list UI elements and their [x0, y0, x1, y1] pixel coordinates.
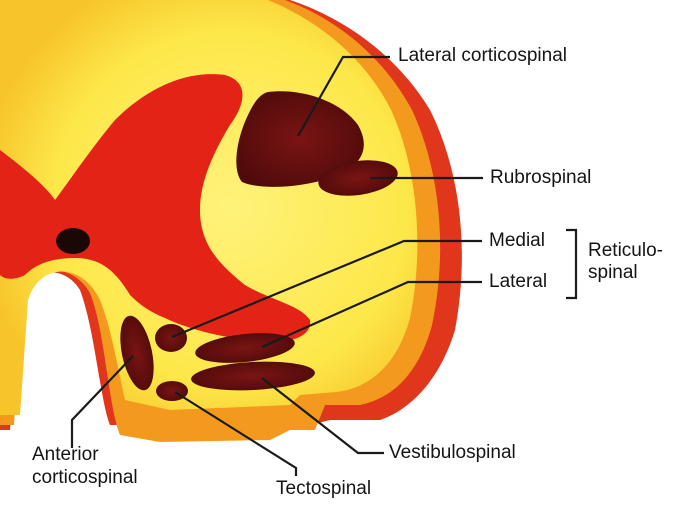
label-lateral-corticospinal: Lateral corticospinal: [398, 45, 567, 67]
label-reticulo: Reticulo-: [588, 240, 663, 262]
label-corticospinal: corticospinal: [32, 467, 138, 489]
label-vestibulospinal: Vestibulospinal: [389, 442, 516, 464]
label-lateral: Lateral: [489, 271, 547, 293]
reticulospinal-bracket: [566, 230, 576, 298]
label-rubrospinal: Rubrospinal: [490, 167, 591, 189]
label-spinal: spinal: [588, 262, 638, 284]
tract-medial-reticulospinal: [155, 324, 187, 352]
label-medial: Medial: [489, 230, 545, 252]
central-canal: [56, 228, 90, 254]
label-tectospinal: Tectospinal: [276, 478, 371, 500]
label-anterior: Anterior: [32, 444, 99, 466]
